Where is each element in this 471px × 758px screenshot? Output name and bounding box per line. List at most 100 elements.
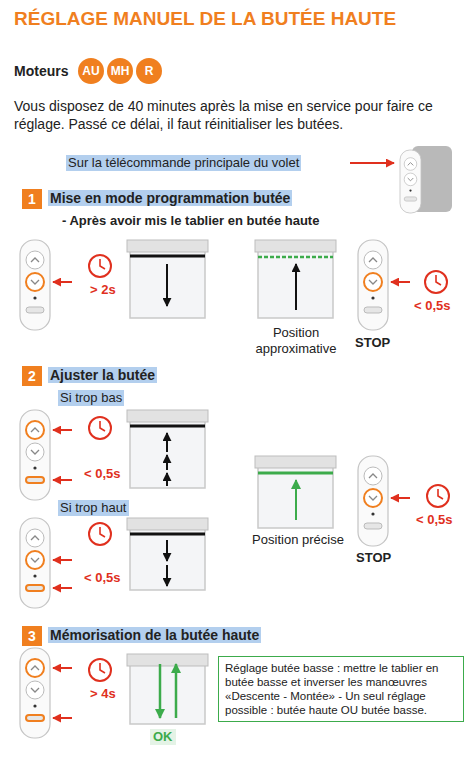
duration-label: < 0,5s <box>414 298 451 314</box>
clock-icon <box>89 417 111 439</box>
remote-bar <box>26 715 44 721</box>
remote-control <box>358 456 388 546</box>
highlighted-heading: Mémorisation de la butée haute <box>48 627 261 643</box>
apron-line <box>130 255 205 258</box>
node-text: 1 <box>28 191 36 207</box>
shutter-window <box>255 240 336 318</box>
title: RÉGLAGE MANUEL DE LA BUTÉE HAUTE <box>14 8 396 30</box>
clock-icon <box>89 523 111 545</box>
remote-dot <box>33 704 36 707</box>
step-number: 2 <box>22 366 42 386</box>
remote-body <box>358 240 388 330</box>
arrow <box>295 264 297 310</box>
text-label: STOP <box>355 335 390 351</box>
arrow <box>53 667 72 669</box>
remote-control <box>20 648 50 738</box>
motor-badge: MH <box>107 58 133 84</box>
remote-dot <box>371 512 374 515</box>
step-number: 3 <box>22 626 42 646</box>
chevron <box>31 450 39 454</box>
apron-line <box>130 425 205 428</box>
remote-body <box>20 648 50 738</box>
text-label: Position précise <box>252 532 344 548</box>
highlighted-heading: Mise en mode programmation butée <box>48 190 292 206</box>
remote-button <box>26 421 44 439</box>
shutter-box <box>127 518 208 530</box>
remote-dot <box>33 466 36 469</box>
remote-body <box>400 150 421 213</box>
highlighted-heading: Si trop haut <box>58 500 129 516</box>
apron-line <box>130 533 205 536</box>
chevron <box>369 280 377 284</box>
remote-bar <box>26 307 44 313</box>
chevron <box>31 428 39 432</box>
node-text: R <box>145 64 154 78</box>
shutter-box <box>255 240 336 252</box>
remote-button <box>364 273 382 291</box>
window-frame <box>258 244 333 318</box>
duration-label: > 4s <box>90 686 116 702</box>
arrow <box>53 717 72 719</box>
text-label: - Après avoir mis le tablier en butée ha… <box>62 213 319 229</box>
remote-button <box>26 681 44 699</box>
arrow <box>391 281 410 283</box>
chevron <box>369 474 377 478</box>
shutter-window <box>127 410 208 488</box>
remote-bar <box>364 307 382 313</box>
remote-button <box>26 251 44 269</box>
node-text: 2 <box>28 368 36 384</box>
shutter-window <box>127 518 208 590</box>
remote-control <box>400 150 421 213</box>
arrow <box>166 473 168 486</box>
chevron <box>369 258 377 262</box>
remote-button <box>26 529 44 547</box>
text-label: Vous disposez de 40 minutes après la mis… <box>14 97 458 133</box>
clock-icon <box>89 255 111 277</box>
arrow <box>53 587 72 589</box>
arrow <box>166 264 168 306</box>
duration-label: < 0,5s <box>84 466 121 482</box>
remote-dot <box>371 296 374 299</box>
shutter-box <box>127 240 208 252</box>
clock-hands <box>436 275 441 285</box>
remote-control <box>20 518 50 608</box>
clock-face <box>89 659 111 681</box>
duration-label: < 0,5s <box>84 570 121 586</box>
note-text: Réglage butée basse : mettre le tablier … <box>225 662 439 716</box>
text-label: OK <box>150 729 176 745</box>
remote-button <box>404 173 417 186</box>
clock-face <box>89 523 111 545</box>
remote-button <box>364 251 382 269</box>
apron-line <box>258 472 333 475</box>
node-text: AU <box>82 64 99 78</box>
clock-hands <box>100 527 105 537</box>
remote-dot <box>33 574 36 577</box>
arrow <box>350 162 394 164</box>
remote-button <box>364 489 382 507</box>
chevron <box>31 666 39 670</box>
motor-badge: R <box>136 58 162 84</box>
remote-body <box>358 456 388 546</box>
remote-dot <box>409 189 411 191</box>
remote-body <box>20 410 50 500</box>
step-number: 1 <box>22 189 42 209</box>
duration-label: < 0,5s <box>416 512 453 528</box>
clock-hands <box>100 421 105 431</box>
arrow <box>391 497 410 499</box>
remote-button <box>26 551 44 569</box>
motor-badge: AU <box>78 58 104 84</box>
window-frame <box>130 414 205 488</box>
text-label: Moteurs <box>14 63 68 79</box>
shutter-window <box>127 654 208 724</box>
clock-icon <box>425 271 447 293</box>
chevron <box>31 558 39 562</box>
duration-label: > 2s <box>90 282 116 298</box>
arrow <box>53 479 72 481</box>
chevron <box>31 688 39 692</box>
arrow <box>175 664 178 718</box>
remote-bar <box>26 477 44 483</box>
chevron <box>31 536 39 540</box>
clock-icon <box>89 659 111 681</box>
remote-bar <box>364 523 382 529</box>
highlighted-heading: Sur la télécommande principale du volet <box>66 155 301 171</box>
